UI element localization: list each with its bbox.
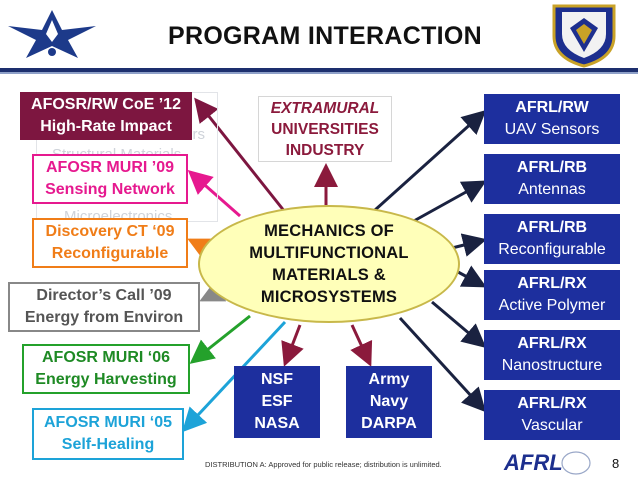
box-line: High-Rate Impact [40,118,172,135]
arrow-to-rb-antennas [411,180,487,224]
box-line: NASA [254,415,300,432]
box-line: Vascular [521,417,583,434]
box-afosr-rw-coe: AFOSR/RW CoE ’12 High-Rate Impact [20,92,192,140]
arrow-to-muri06 [189,314,251,364]
box-line: NSF [261,371,293,388]
distribution-statement: DISTRIBUTION A: Approved for public rele… [205,460,442,469]
box-line: AFOSR MURI ‘06 [41,349,170,366]
box-line: Energy from Environ [24,309,184,326]
center-line: MATERIALS & [272,266,386,284]
arrow-to-rx-vascular [398,316,487,413]
extramural-box: EXTRAMURAL UNIVERSITIES INDUSTRY [258,96,392,162]
box-nsf-esf-nasa: NSF ESF NASA [234,366,320,438]
arrow-to-nsf [281,324,304,367]
arrow-to-directors [199,279,227,302]
box-heading: AFRL/RX [517,275,587,292]
box-line: AFOSR MURI ‘05 [43,414,172,431]
box-line: Director’s Call ’09 [36,287,172,304]
arrow-to-rw [373,109,487,212]
arrow-to-rx-nano [431,300,487,348]
extramural-line: INDUSTRY [285,141,365,159]
arrow-to-rx-polymer [457,265,487,288]
box-line: ESF [261,393,293,410]
box-heading: AFRL/RX [517,335,587,352]
box-army-navy-darpa: Army Navy DARPA [346,366,432,438]
box-afosr-muri-06: AFOSR MURI ‘06 Energy Harvesting [22,344,190,394]
title-underline-accent [0,72,638,74]
box-afosr-muri-05: AFOSR MURI ‘05 Self-Healing [32,408,184,460]
box-directors-call-09: Director’s Call ’09 Energy from Environ [8,282,200,332]
arrow-to-sensing [187,170,241,218]
air-force-wings-logo [8,10,96,58]
extramural-line: EXTRAMURAL [270,99,380,117]
page-title: PROGRAM INTERACTION [167,22,483,50]
box-line: UAV Sensors [504,121,600,138]
box-afrl-rw: AFRL/RW UAV Sensors [484,94,620,144]
box-line: Sensing Network [45,181,175,198]
box-line: AFOSR MURI ’09 [45,159,174,176]
box-heading: AFRL/RX [517,395,587,412]
box-afrl-rx-vascular: AFRL/RX Vascular [484,390,620,440]
box-line: Discovery CT ‘09 [45,223,175,240]
box-afosr-muri-09: AFOSR MURI ’09 Sensing Network [32,154,188,204]
box-line: Nanostructure [501,357,603,374]
center-line: MICROSYSTEMS [260,288,398,306]
box-line: Reconfigurable [498,241,606,258]
arrow-to-coe [194,97,287,213]
box-line: Army [368,371,410,388]
box-line: Reconfigurable [51,245,169,262]
arrow-to-discovery [187,238,215,261]
center-line: MECHANICS OF [264,222,394,240]
box-line: Navy [369,393,409,410]
box-line: Energy Harvesting [35,371,177,388]
box-line: AFOSR/RW CoE ’12 [31,96,181,113]
box-line: Antennas [518,181,586,198]
box-discovery-ct-09: Discovery CT ‘09 Reconfigurable [32,218,188,268]
box-afrl-rx-active-polymer: AFRL/RX Active Polymer [484,270,620,320]
box-line: Self-Healing [61,436,155,453]
box-line: DARPA [361,415,417,432]
afrl-logo: AFRL [503,450,591,475]
box-afrl-rb-antennas: AFRL/RB Antennas [484,154,620,204]
extramural-line: UNIVERSITIES [271,120,379,138]
page-number: 8 [612,456,620,471]
title-underline [0,68,638,72]
box-line: Active Polymer [498,297,606,314]
arrow-to-army [350,324,373,367]
box-afrl-rx-nanostructure: AFRL/RX Nanostructure [484,330,620,380]
arrow-to-rb-reconfig [451,233,487,257]
center-line: MULTIFUNCTIONAL [249,244,409,262]
afrl-seal-icon [552,4,616,68]
svg-text:AFRL: AFRL [503,450,563,475]
box-afrl-rb-reconfigurable: AFRL/RB Reconfigurable [484,214,620,264]
center-ellipse: MECHANICS OF MULTIFUNCTIONAL MATERIALS &… [198,205,460,323]
box-heading: AFRL/RB [516,159,588,176]
box-heading: AFRL/RW [515,99,589,116]
box-heading: AFRL/RB [516,219,588,236]
